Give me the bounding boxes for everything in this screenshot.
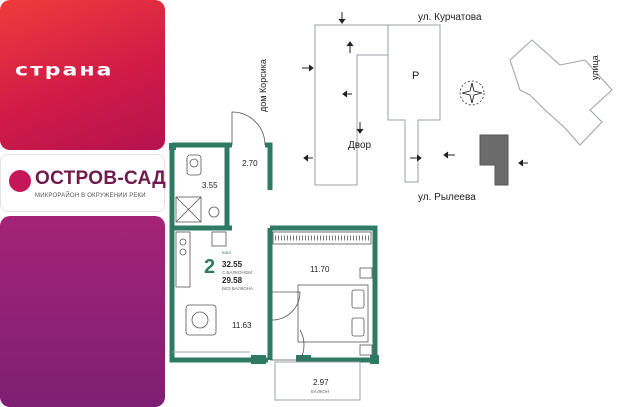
room-area-balcony: 2.97 [313,378,329,387]
yard-label: Двор [348,140,372,151]
brand-logo: страна [15,61,114,80]
without-balcony-label: БЕЗ БАЛКОНА [222,286,254,291]
building-korsika [314,24,389,186]
room-area-bedroom: 11.70 [310,265,330,274]
project-card: ОСТРОВ-САД МИКРОРАЙОН В ОКРУЖЕНИИ РЕКИ [0,154,167,212]
wall-pillar [251,355,266,364]
brand-banner: страна [0,0,165,150]
rooms-count: 2 [204,256,216,278]
door-swings [231,111,305,361]
bathroom-fixtures [175,154,220,223]
area-without-balcony: 29.58 [222,276,243,285]
building-parking [387,24,441,183]
wall-corner [169,143,176,150]
parking-label: P [412,70,420,82]
balcony-outline [274,361,361,401]
island-logo-icon [9,170,31,192]
street-bottom-label: ул. Рылеева [418,192,476,203]
street-right-label: улица [590,55,600,80]
room-area-bathroom: 3.55 [202,181,218,190]
euro-tag: euro [222,250,232,255]
building-dark [479,134,509,186]
building-right [509,39,613,146]
kitchen-fixtures [175,231,227,288]
balcony-label: БАЛКОН [311,389,330,394]
with-balcony-label: С БАЛКОНОМ [222,270,252,275]
wardrobe [272,231,372,245]
street-top-label: ул. Курчатова [418,12,482,23]
entrance-arrows [302,12,528,167]
apartment-walls [169,142,378,363]
area-with-balcony: 32.55 [222,260,243,269]
compass-icon [459,80,485,106]
wall-pillar-2 [296,355,311,364]
room-area-hall: 2.70 [242,159,258,168]
bed [297,267,373,356]
dining-table [185,304,217,336]
street-left-label: дом Корсика [258,59,268,112]
project-subtitle: МИКРОРАЙОН В ОКРУЖЕНИИ РЕКИ [35,193,146,199]
wall-pillar-3 [370,355,379,364]
room-area-kitchen-living: 11.63 [232,321,252,330]
project-title: ОСТРОВ-САД [35,168,167,189]
site-buildings [314,24,613,186]
brand-panel [0,216,165,407]
